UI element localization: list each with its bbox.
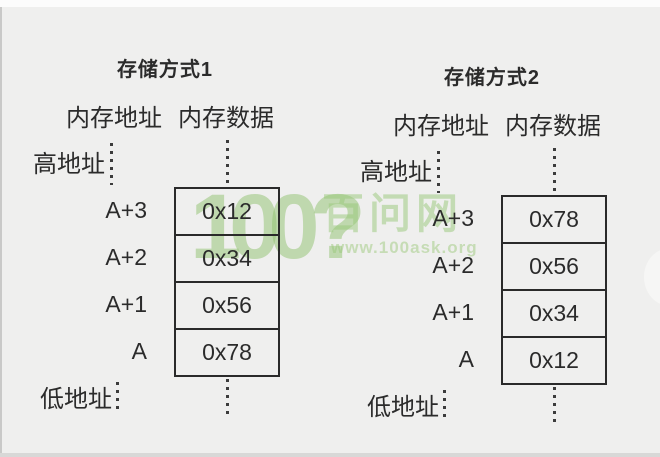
address-label: A+3 xyxy=(432,205,474,231)
storage-method-1-diagram: 存储方式1 内存地址 内存数据 高地址 A+3 A+2 A+1 A 0x12 0… xyxy=(0,0,330,445)
high-address-label: 高地址 xyxy=(33,151,105,178)
left-edge-line xyxy=(0,7,2,453)
right-edge-floating-widget xyxy=(644,248,660,306)
high-address-dotted-line xyxy=(437,151,440,193)
memory-cell-value: 0x78 xyxy=(529,206,579,232)
memory-data-header: 内存数据 xyxy=(178,105,274,132)
watermark-logo: 100? xyxy=(190,181,366,273)
address-label: A xyxy=(131,338,147,364)
data-column-bottom-dotted-line xyxy=(553,387,556,425)
high-address-label: 高地址 xyxy=(360,159,432,186)
address-label: A+1 xyxy=(105,291,147,317)
low-address-label: 低地址 xyxy=(367,394,439,421)
memory-data-header: 内存数据 xyxy=(505,113,601,140)
memory-address-header: 内存地址 xyxy=(66,105,162,132)
address-label: A xyxy=(458,346,474,372)
data-column-top-dotted-line xyxy=(226,140,229,185)
memory-cell-value: 0x34 xyxy=(176,234,278,281)
memory-cell-value: 0x34 xyxy=(503,289,605,336)
memory-cell-value: 0x12 xyxy=(503,336,605,383)
top-edge-strip xyxy=(0,0,660,7)
data-column-bottom-dotted-line xyxy=(226,379,229,417)
storage-method-2-diagram: 存储方式2 内存地址 内存数据 高地址 A+3 A+2 A+1 A 0x78 0… xyxy=(327,8,657,453)
low-address-label: 低地址 xyxy=(40,386,112,413)
watermark-url: www.100ask.org xyxy=(331,238,478,257)
bottom-edge-strip xyxy=(0,453,660,457)
memory-address-header: 内存地址 xyxy=(393,113,489,140)
memory-cell-value: 0x12 xyxy=(202,198,252,224)
watermark-brand: 百问网 xyxy=(322,190,464,237)
diagram-title: 存储方式1 xyxy=(116,59,214,81)
high-address-dotted-line xyxy=(110,143,113,185)
low-address-dotted-line xyxy=(443,390,446,422)
address-label: A+1 xyxy=(432,299,474,325)
low-address-dotted-line xyxy=(116,382,119,414)
memory-cell-value: 0x56 xyxy=(176,281,278,328)
data-column-top-dotted-line xyxy=(553,148,556,193)
memory-cells-box: 0x12 0x34 0x56 0x78 xyxy=(174,187,280,377)
diagram-title: 存储方式2 xyxy=(443,67,541,89)
memory-cells-box: 0x78 0x56 0x34 0x12 xyxy=(501,195,607,385)
address-label: A+3 xyxy=(105,197,147,223)
address-label: A+2 xyxy=(432,252,474,278)
watermark-logo-text: 100 xyxy=(190,176,319,278)
address-label: A+2 xyxy=(105,244,147,270)
memory-cell-value: 0x78 xyxy=(176,328,278,375)
memory-cell-value: 0x56 xyxy=(503,242,605,289)
